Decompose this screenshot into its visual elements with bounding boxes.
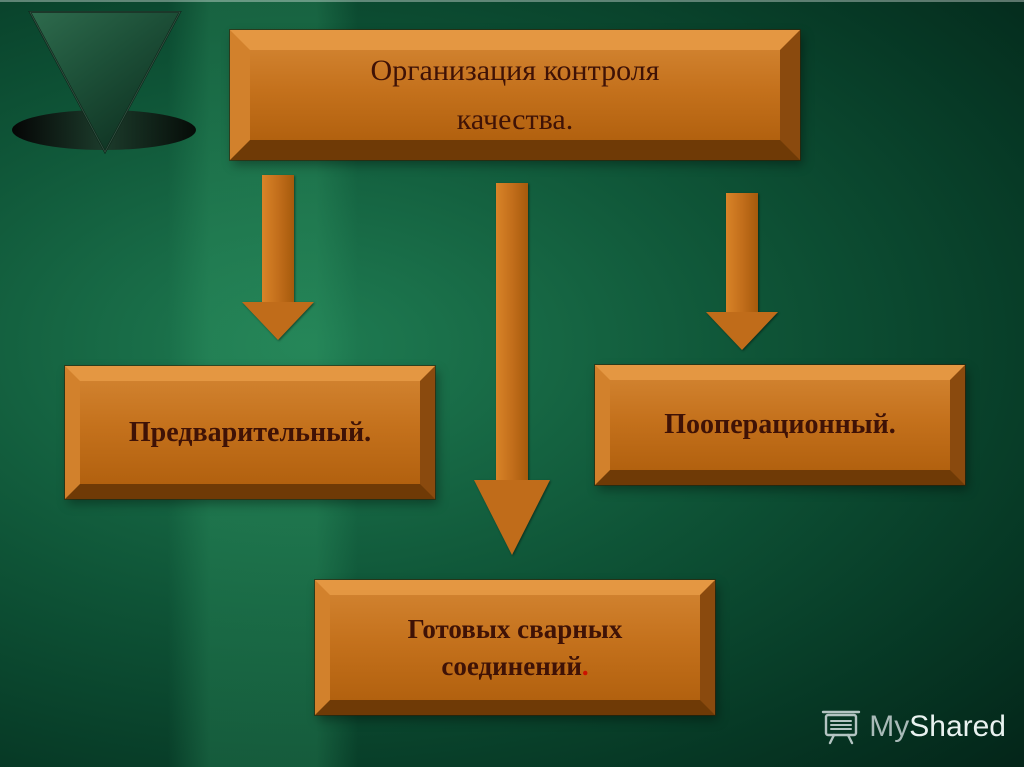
title-line-1: Организация контроля [370,54,660,87]
title-line-2: качества. [456,103,574,136]
arrow-shaft [496,183,528,481]
node-label-line-2: соединений. [441,650,589,681]
node-per-operation: Пооперационный. [595,365,965,485]
node-label: Предварительный. [128,416,372,448]
slide-top-edge [0,0,1024,2]
arrow-down-left-icon [242,175,314,340]
node-label-line-1: Готовых сварных [407,614,623,645]
arrow-shaft [262,175,294,303]
node-finished-welds: Готовых сварных соединений. [315,580,715,715]
arrow-head [474,480,550,555]
watermark-shared: Shared [909,710,1006,743]
watermark-my: My [869,710,910,743]
projector-screen-icon [822,710,861,745]
title-box: Организация контроля качества. [230,30,800,160]
node-preliminary: Предварительный. [65,366,435,499]
arrow-head [706,312,778,350]
arrow-head [242,302,314,340]
pyramid-icon [12,11,196,155]
arrow-down-right-icon [706,193,778,350]
node-label: Пооперационный. [664,409,896,440]
arrow-shaft [726,193,758,313]
watermark-text: MyShared [869,710,1006,744]
arrow-down-center-icon [474,183,550,555]
myshared-logo[interactable]: MyShared [821,709,1006,745]
red-period: . [581,650,589,681]
